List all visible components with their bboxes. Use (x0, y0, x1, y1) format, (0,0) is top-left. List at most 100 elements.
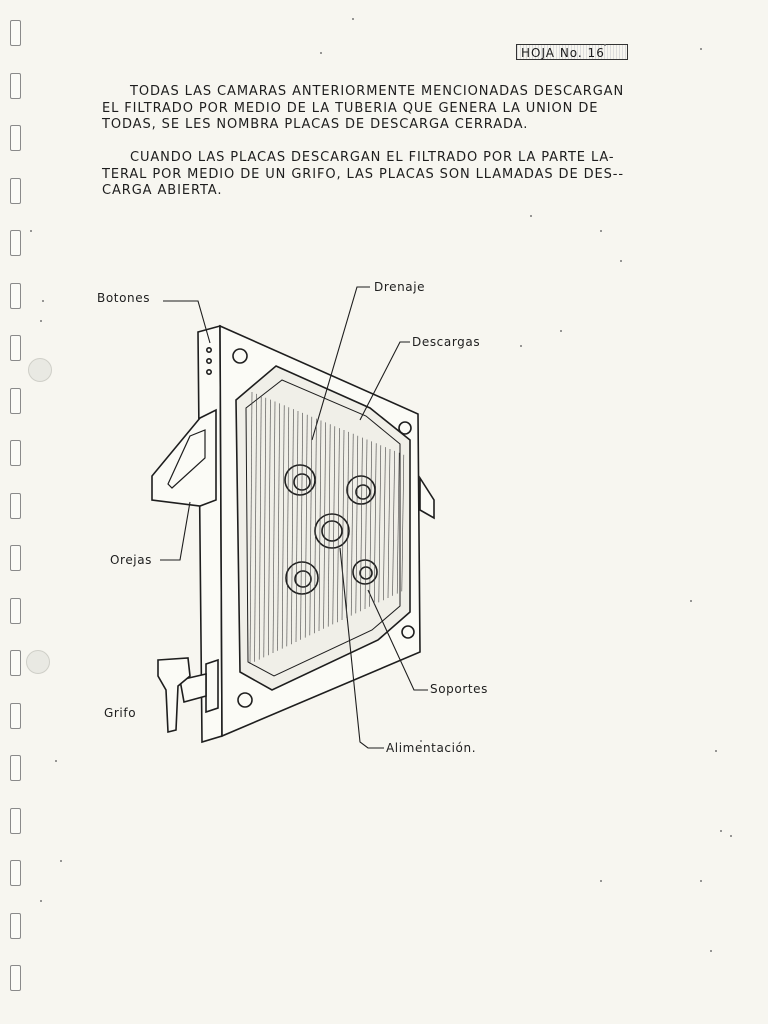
label-orejas: Orejas (110, 553, 153, 567)
scan-speck (690, 600, 692, 602)
corner-hole (398, 421, 412, 435)
binding-hole (10, 702, 21, 729)
groove-line (350, 433, 354, 616)
groove-line (286, 407, 290, 647)
groove-line (355, 435, 359, 614)
scan-speck (520, 345, 522, 347)
leader-soportes (367, 589, 428, 691)
paragraph-line: TODAS, SE LES NOMBRA PLACAS DE DESCARGA … (102, 117, 529, 132)
groove-line (396, 452, 400, 594)
paragraph-line: TERAL POR MEDIO DE UN GRIFO, LAS PLACAS … (102, 166, 624, 182)
groove-line (360, 437, 363, 612)
binding-hole (10, 125, 21, 151)
binding-hole (10, 807, 21, 834)
groove-line (295, 410, 299, 643)
groove-line (337, 428, 340, 623)
corner-hole (237, 692, 253, 708)
corner-hole (232, 348, 248, 364)
scan-speck (600, 880, 602, 882)
groove-line (291, 409, 294, 645)
faucet-arm (179, 672, 207, 704)
binding-hole (10, 597, 21, 624)
scan-speck (30, 230, 32, 232)
plate-ear-left (151, 408, 217, 507)
leader-alimentacion (339, 547, 384, 749)
groove-line (300, 412, 303, 640)
scan-speck (560, 330, 562, 332)
scan-speck (604, 44, 606, 46)
groove-line (332, 426, 336, 625)
binding-hole (10, 20, 21, 46)
scan-speck (700, 48, 702, 50)
paragraph-line: EL FILTRADO POR MEDIO DE LA TUBERIA QUE … (102, 100, 599, 116)
scan-speck (352, 18, 354, 20)
corner-hole (401, 625, 415, 639)
scan-speck (530, 215, 532, 217)
paragraph-line: TODAS LAS CAMARAS ANTERIORMENTE MENCIONA… (130, 84, 625, 99)
groove-line (341, 429, 345, 621)
binding-hole (10, 72, 21, 99)
binding-hole (10, 860, 21, 886)
label-grifo: Grifo (104, 706, 137, 720)
groove-line (268, 399, 271, 656)
label-drenaje: Drenaje (374, 280, 426, 294)
binding-holes (4, 18, 21, 1008)
binding-hole (10, 755, 21, 781)
binding-hole (10, 492, 21, 519)
groove-line (277, 403, 280, 651)
scan-speck (620, 260, 622, 262)
binding-hole (10, 545, 21, 571)
groove-line (387, 448, 391, 599)
leader-orejas (160, 501, 191, 561)
leader-botones (163, 300, 211, 344)
groove-line (327, 424, 331, 627)
groove-line (254, 393, 257, 662)
scan-speck (320, 52, 322, 54)
indicator-button (206, 346, 213, 353)
scan-speck (730, 835, 732, 837)
groove-line (364, 439, 368, 610)
groove-line (304, 414, 308, 638)
plate-ear-right (419, 475, 435, 520)
binding-hole (10, 282, 21, 309)
paragraph-closed-discharge: TODAS LAS CAMARAS ANTERIORMENTE MENCIONA… (102, 84, 662, 134)
binding-hole (10, 230, 21, 256)
groove-line (373, 443, 377, 605)
groove-line (383, 447, 386, 601)
groove-line (281, 405, 285, 649)
binding-hole (10, 335, 21, 361)
label-alimentacion: Alimentación. (386, 741, 477, 755)
groove-line (314, 418, 317, 634)
scan-speck (720, 830, 722, 832)
groove-line (318, 420, 322, 632)
scan-speck (715, 750, 717, 752)
punch-hole-upper (28, 358, 52, 382)
binding-hole (10, 650, 21, 676)
groove-line (346, 431, 349, 618)
scan-speck (40, 320, 42, 322)
binding-hole (10, 177, 21, 204)
sheet-number: HOJA No. 16 (516, 44, 628, 60)
scan-speck (60, 860, 62, 862)
groove-line (258, 395, 262, 660)
punch-hole-lower (26, 650, 50, 674)
label-soportes: Soportes (430, 682, 488, 696)
leader-drenaje (311, 286, 370, 441)
leader-descargas (359, 341, 410, 421)
groove-line (249, 391, 253, 665)
scan-speck (420, 740, 422, 742)
binding-hole (10, 965, 21, 991)
groove-line (392, 450, 395, 596)
scan-speck (710, 950, 712, 952)
scan-speck (700, 880, 702, 882)
groove-line (401, 454, 405, 592)
binding-hole (10, 440, 21, 466)
indicator-button (206, 357, 213, 364)
groove-line (323, 422, 326, 629)
groove-line (309, 416, 313, 636)
binding-hole (10, 387, 21, 414)
indicator-button (206, 368, 213, 375)
faucet-spout (157, 657, 191, 734)
groove-line (369, 441, 372, 607)
